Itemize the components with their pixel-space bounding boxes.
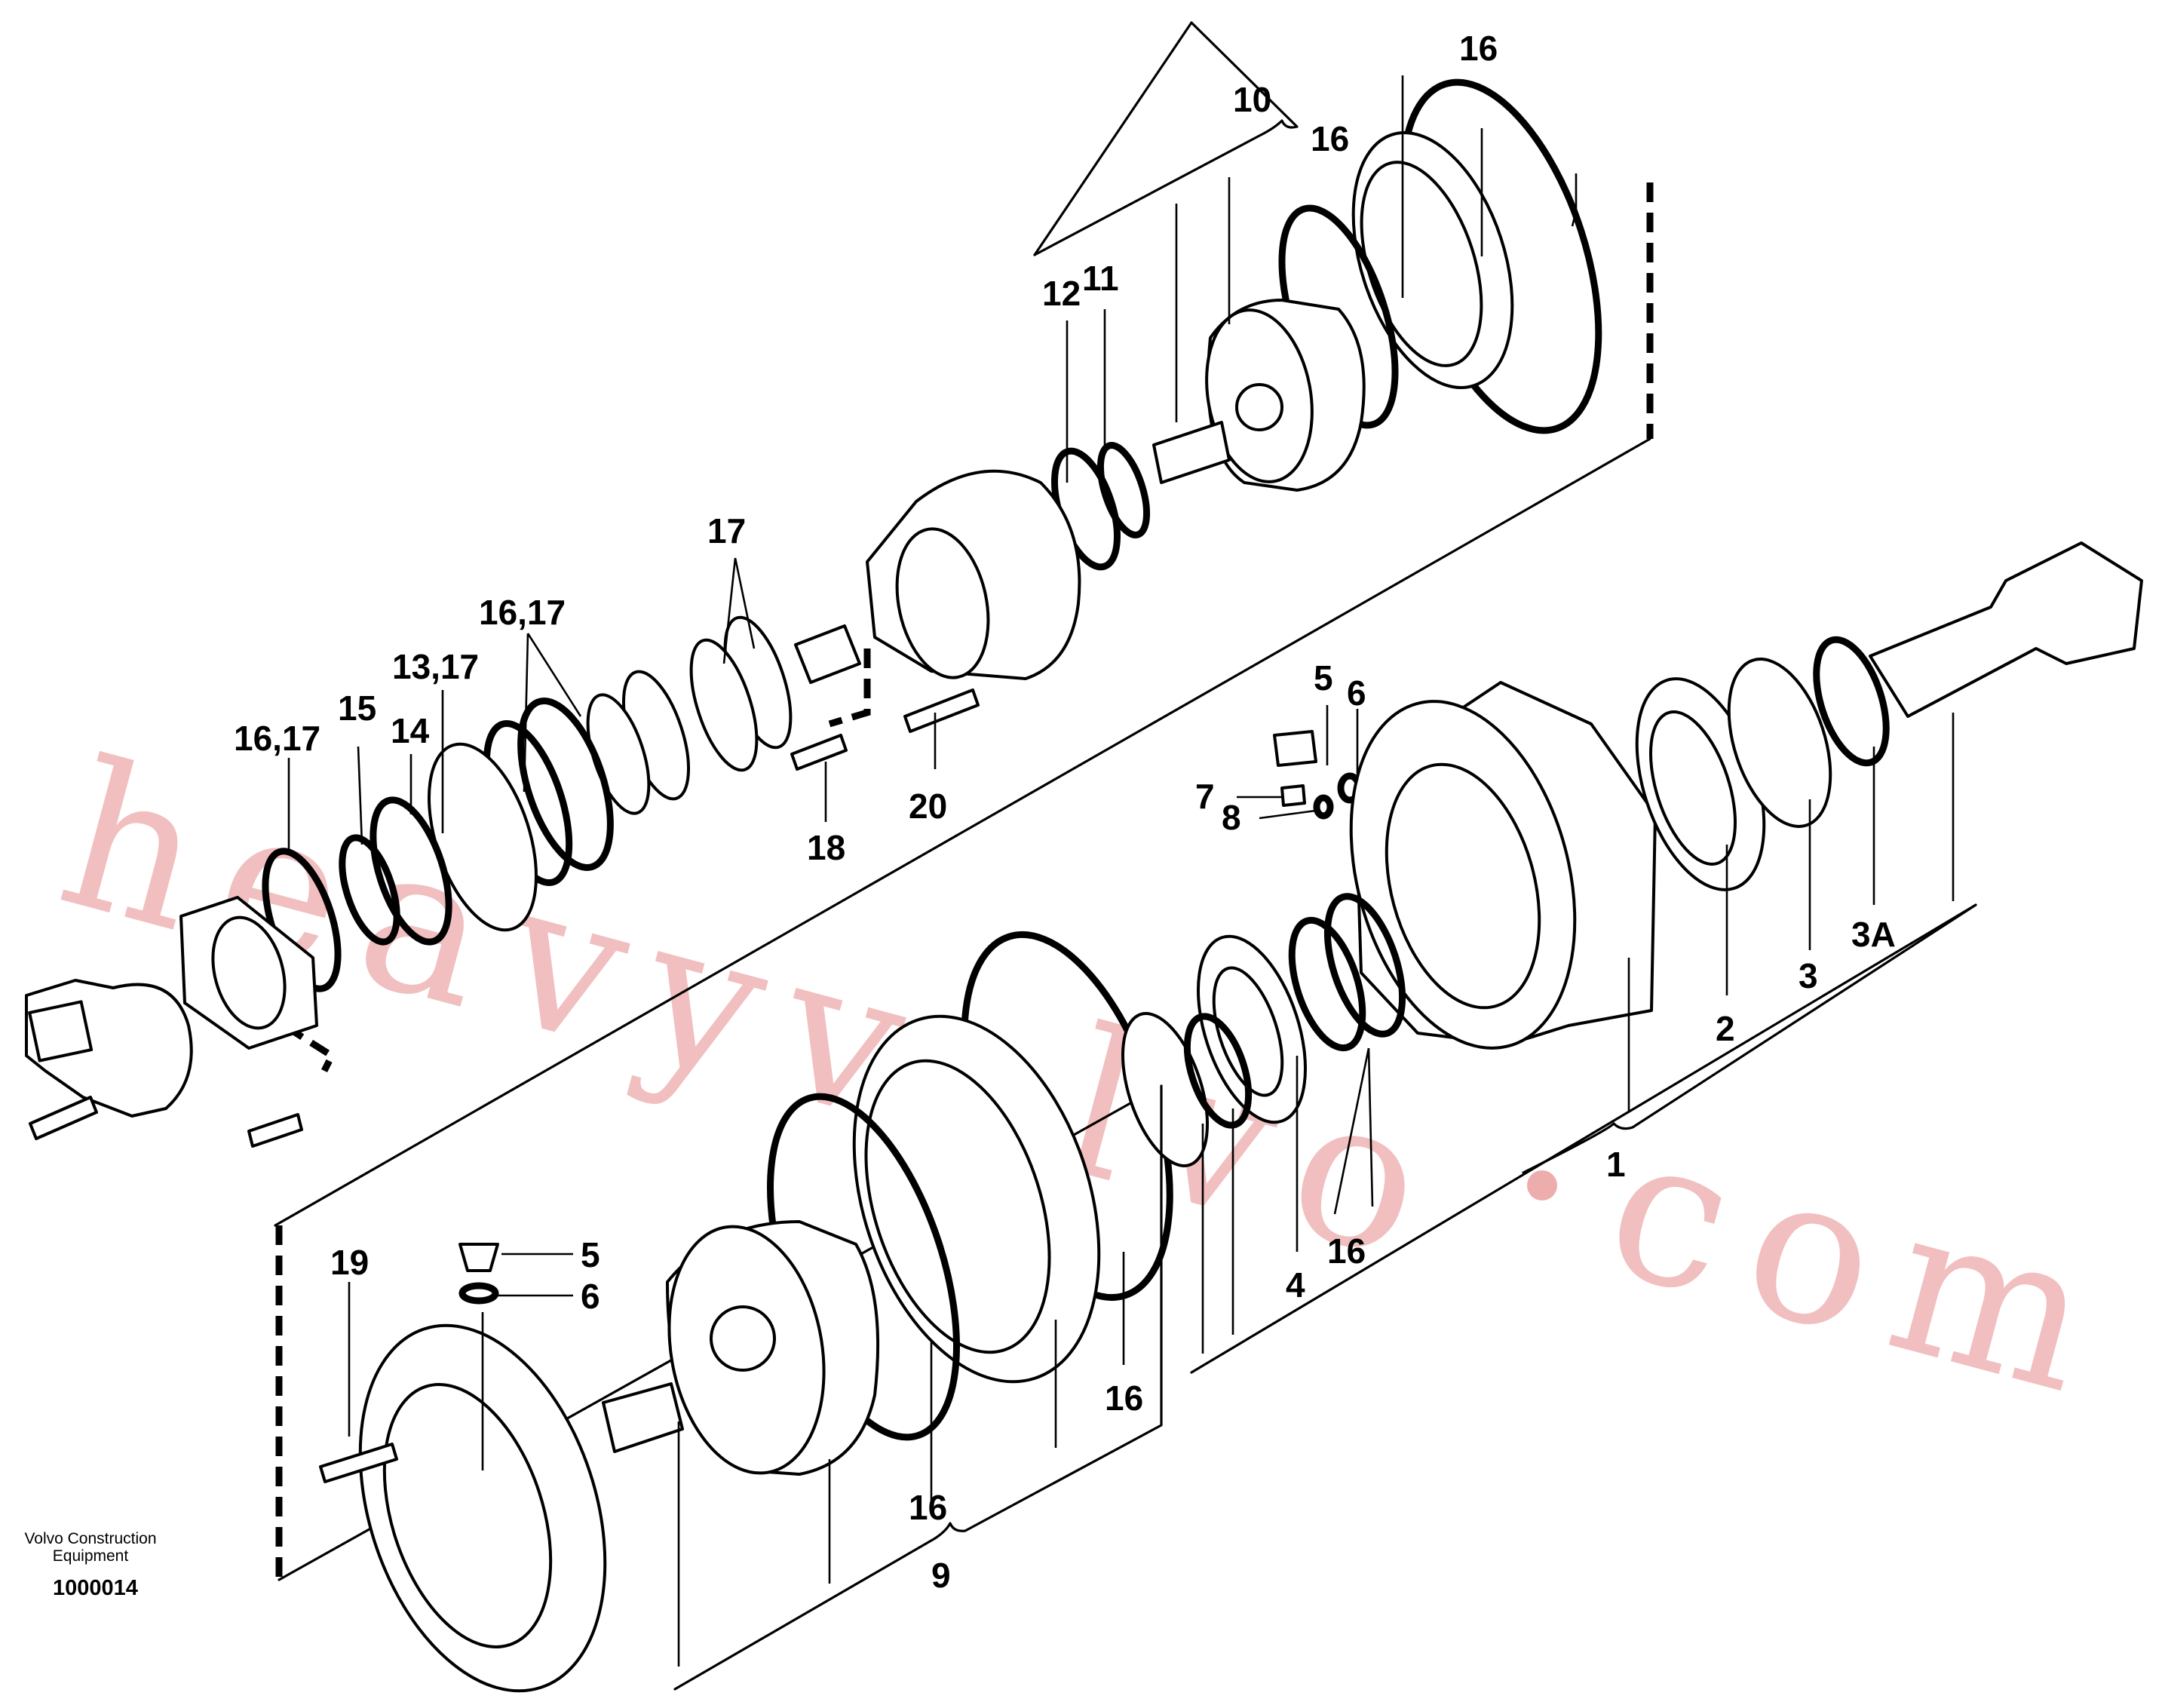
callout-17: 17 (707, 511, 746, 550)
callout-1: 1 (1606, 1145, 1626, 1184)
upper-planetary-group (866, 78, 1602, 680)
watermark-suffix: com (1586, 1086, 2142, 1446)
drawing-caption: Volvo Construction Equipment 1000014 (24, 1530, 156, 1600)
callout-12: 12 (1042, 274, 1081, 313)
watermark: heavyvolvo com (40, 716, 2142, 1446)
callout-16-top: 16 (1459, 29, 1498, 68)
callout-16-lower: 16 (909, 1488, 947, 1527)
snap-ring-15 (339, 834, 400, 946)
thrust-ring-lower (1183, 1013, 1253, 1129)
callout-3a: 3A (1851, 915, 1896, 954)
output-shaft (1869, 541, 2143, 718)
o-ring-mid-a (517, 698, 614, 871)
bearing-4-inner (1212, 966, 1284, 1097)
callout-16-17-mid: 16,17 (479, 593, 566, 632)
callout-20: 20 (909, 787, 947, 826)
bolt-20 (903, 688, 980, 733)
seal-16-b (1323, 893, 1406, 1038)
callout-15: 15 (338, 688, 376, 728)
sun-gear-lower (602, 1382, 684, 1453)
coupling-gear (794, 624, 861, 684)
callout-7: 7 (1195, 777, 1215, 816)
plug-5-upper (1273, 730, 1317, 767)
seal-14 (370, 796, 452, 946)
housing-bore (1385, 762, 1541, 1010)
callout-8: 8 (1222, 798, 1241, 837)
bolt-19 (319, 1443, 398, 1483)
callout-16-right: 16 (1327, 1231, 1366, 1271)
lower-planetary-group (319, 931, 1253, 1693)
motor-port-block (28, 1000, 94, 1063)
plug-7 (1280, 784, 1306, 807)
seal-3 (1727, 658, 1832, 828)
callout-19: 19 (330, 1243, 369, 1282)
callout-6-upper: 6 (1347, 673, 1366, 713)
callout-16-17-left: 16,17 (234, 719, 320, 758)
carrier-bore-lower (710, 1305, 776, 1372)
bolt-18 (790, 734, 848, 771)
hydraulic-motor (25, 979, 303, 1148)
shaft-seal-group (179, 615, 861, 1050)
snap-ring-11 (1096, 442, 1151, 538)
callout-13-17: 13,17 (392, 647, 479, 686)
watermark-dot (1527, 1170, 1557, 1201)
callout-16-upper: 16 (1311, 119, 1349, 158)
callout-11: 11 (1082, 259, 1119, 298)
drive-hub-bore (895, 527, 990, 679)
washer-8 (1313, 794, 1334, 820)
plug-5-lower (458, 1243, 499, 1272)
caption-line-1: Volvo Construction (24, 1530, 156, 1547)
washer-6-lower (458, 1282, 499, 1305)
callout-16-lower-mid: 16 (1105, 1378, 1143, 1418)
bearing-2-inner (1648, 710, 1737, 866)
callout-labels: 10 16 16 12 11 17 16,17 13,17 16,17 15 1… (234, 29, 1896, 1595)
callout-5-upper: 5 (1314, 658, 1333, 698)
callout-2: 2 (1716, 1009, 1735, 1048)
callout-3: 3 (1799, 956, 1818, 995)
seal-16-a (1288, 916, 1366, 1052)
callout-4: 4 (1286, 1265, 1305, 1305)
leader-lines (287, 21, 1977, 1691)
final-drive-housing (1196, 541, 2143, 1124)
callout-9: 9 (931, 1556, 951, 1595)
callout-10: 10 (1233, 80, 1271, 119)
ring-3a (1813, 636, 1890, 767)
ring-gear-lower-inner (864, 1059, 1051, 1354)
carrier-bore-upper (1235, 383, 1283, 431)
motor-bolt (29, 1096, 98, 1140)
caption-line-2: Equipment (53, 1547, 129, 1565)
brake-disc-b (689, 638, 759, 772)
drawing-number: 1000014 (53, 1576, 138, 1600)
callout-14: 14 (391, 711, 430, 750)
cover-lower-inner (382, 1383, 553, 1648)
callout-5-lower: 5 (581, 1235, 600, 1274)
sun-gear-upper (1152, 421, 1231, 484)
hub-bolts (790, 688, 1363, 820)
motor-screw (247, 1113, 303, 1148)
callout-18: 18 (807, 828, 845, 867)
motor-cover-bore (211, 915, 287, 1030)
callout-6-lower: 6 (581, 1277, 600, 1316)
